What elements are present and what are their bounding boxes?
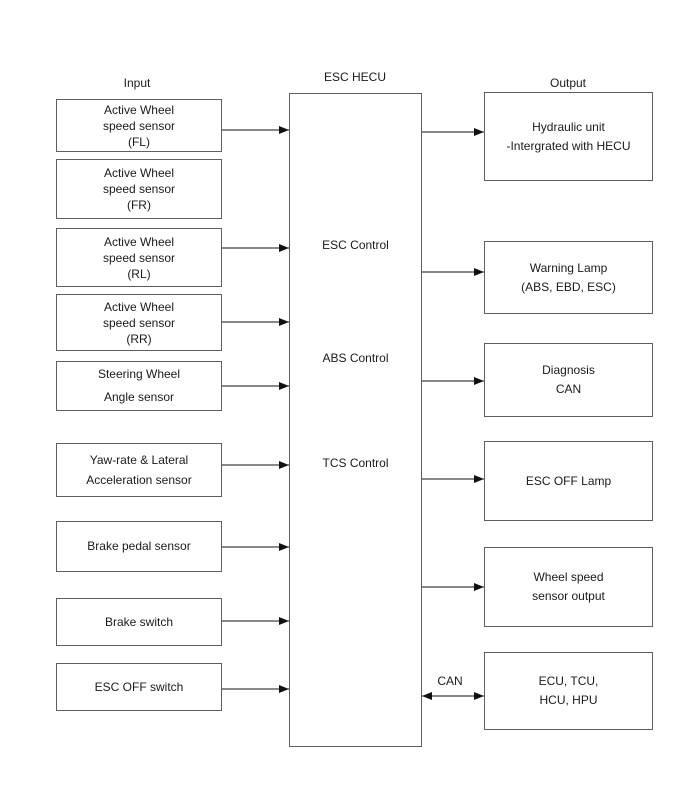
input-label: Active Wheel speed sensor (RL) — [102, 234, 176, 281]
hecu-function-tcs-control: TCS Control — [322, 456, 389, 470]
input-column-header: Input — [123, 76, 151, 90]
input-box-wheel-speed-rl: Active Wheel speed sensor (RL) — [56, 228, 222, 287]
output-label: ECU, TCU, HCU, HPU — [538, 674, 599, 707]
output-box-esc-off-lamp: ESC OFF Lamp — [484, 441, 653, 521]
output-column-header: Output — [549, 76, 587, 90]
hecu-box — [289, 93, 422, 747]
output-label: Wheel speed sensor output — [532, 570, 605, 603]
output-box-diagnosis-can: Diagnosis CAN — [484, 343, 653, 417]
input-label: Brake switch — [104, 614, 174, 629]
output-box-warning-lamp: Warning Lamp (ABS, EBD, ESC) — [484, 241, 653, 314]
input-box-brake-switch: Brake switch — [56, 598, 222, 646]
output-label: Hydraulic unit -Intergrated with HECU — [506, 119, 631, 153]
input-box-wheel-speed-fl: Active Wheel speed sensor (FL) — [56, 99, 222, 152]
input-box-brake-pedal-sensor: Brake pedal sensor — [56, 521, 222, 572]
input-label: Steering Wheel Angle sensor — [97, 367, 181, 404]
input-box-steering-angle-sensor: Steering Wheel Angle sensor — [56, 361, 222, 411]
hecu-function-esc-control: ESC Control — [322, 238, 389, 252]
output-label: Warning Lamp (ABS, EBD, ESC) — [521, 260, 616, 294]
input-box-wheel-speed-rr: Active Wheel speed sensor (RR) — [56, 294, 222, 351]
can-bus-label: CAN — [437, 674, 463, 688]
hecu-function-abs-control: ABS Control — [322, 351, 389, 365]
input-label: Active Wheel speed sensor (RR) — [102, 299, 176, 346]
output-box-wheel-speed-output: Wheel speed sensor output — [484, 547, 653, 627]
hecu-title: ESC HECU — [323, 70, 387, 84]
input-box-yaw-rate-sensor: Yaw-rate & Lateral Acceleration sensor — [56, 443, 222, 497]
output-box-ecu-tcu-hcu-hpu: ECU, TCU, HCU, HPU — [484, 652, 653, 730]
input-label: ESC OFF switch — [94, 679, 184, 694]
input-box-esc-off-switch: ESC OFF switch — [56, 663, 222, 711]
input-label: Active Wheel speed sensor (FL) — [102, 102, 176, 149]
input-label: Active Wheel speed sensor (FR) — [102, 166, 176, 212]
input-label: Brake pedal sensor — [87, 539, 191, 553]
output-label: ESC OFF Lamp — [525, 473, 612, 488]
output-label: Diagnosis CAN — [542, 363, 595, 396]
input-label: Yaw-rate & Lateral Acceleration sensor — [86, 453, 192, 487]
input-box-wheel-speed-fr: Active Wheel speed sensor (FR) — [56, 159, 222, 219]
output-box-hydraulic-unit: Hydraulic unit -Intergrated with HECU — [484, 92, 653, 181]
